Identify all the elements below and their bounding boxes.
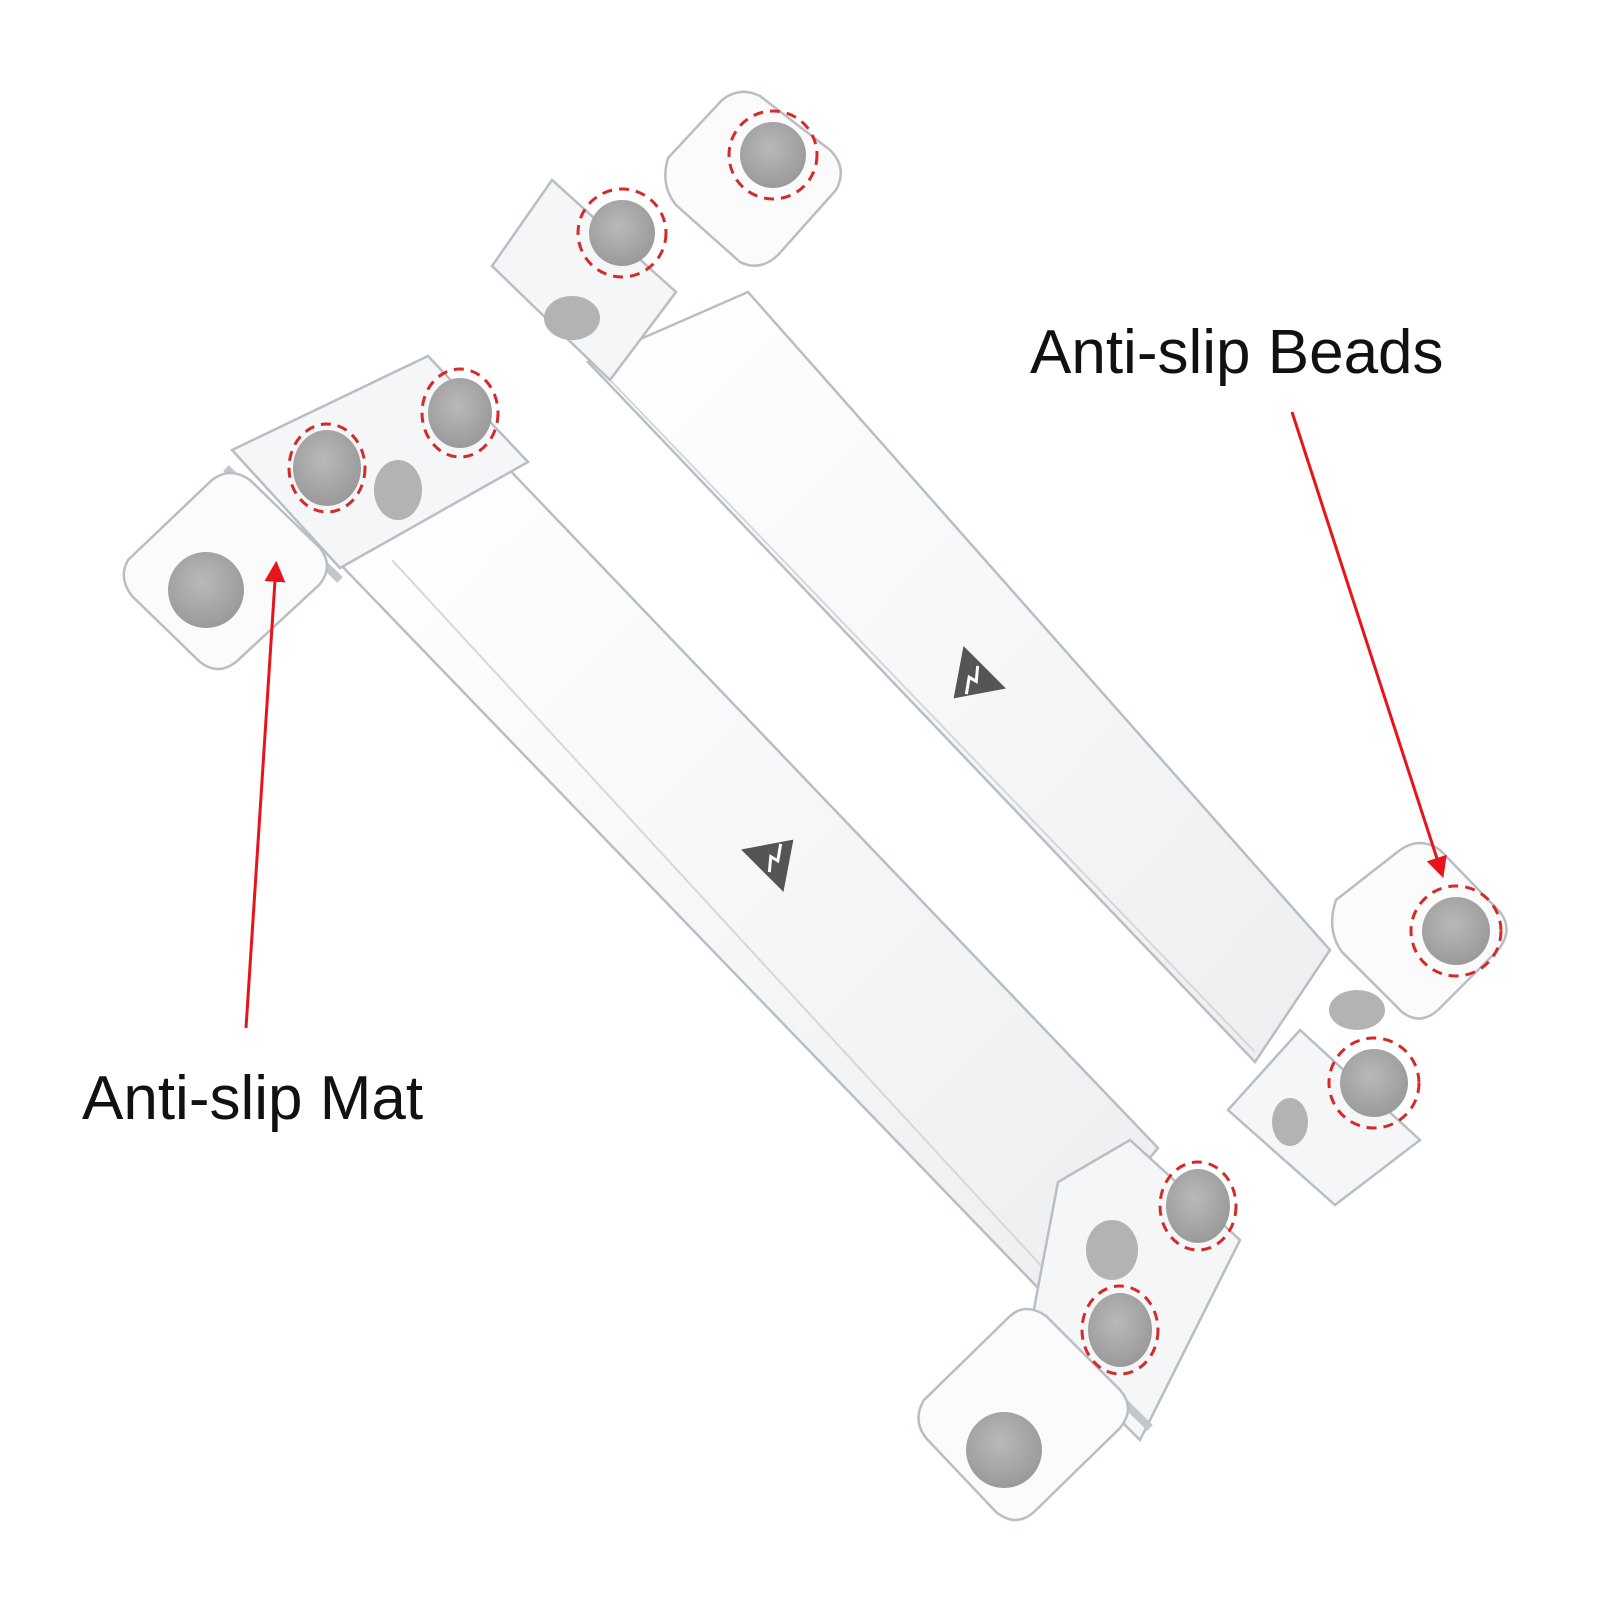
rubber-pad — [1088, 1293, 1152, 1367]
anti-slip-mat-label: Anti-slip Mat — [82, 1064, 424, 1133]
dashed-circle-highlight-icon — [1327, 1036, 1421, 1130]
brand-triangle-logo-icon — [741, 839, 794, 892]
rubber-pad — [1422, 897, 1490, 965]
dashed-circle-highlight-icon — [287, 422, 367, 514]
bracket-left-bar — [336, 458, 1160, 1292]
rubber-pad — [1166, 1169, 1230, 1243]
red-arrow-icon — [244, 560, 286, 1029]
dashed-circle-highlight-icon — [727, 109, 819, 201]
bracket-right-top-end — [490, 178, 678, 382]
acrylic-bracket-right — [490, 90, 1508, 1207]
rubber-pad — [544, 296, 600, 340]
rubber-pad — [428, 378, 492, 448]
rubber-pad — [1329, 990, 1385, 1030]
dashed-circle-highlight-icon — [576, 187, 668, 279]
rubber-pad — [1272, 1098, 1308, 1146]
brand-triangle-logo-icon — [953, 646, 1006, 699]
rubber-pad — [740, 122, 806, 188]
red-arrow-icon — [1290, 411, 1447, 878]
anti-slip-beads-label: Anti-slip Beads — [1030, 318, 1444, 387]
dashed-circle-highlight-icon — [1158, 1160, 1238, 1252]
rubber-pad — [293, 430, 361, 506]
rubber-pad — [168, 552, 244, 628]
bracket-right-bottom-end — [1226, 1028, 1422, 1207]
rubber-pad — [589, 200, 655, 266]
rubber-pad — [374, 460, 422, 520]
dashed-circle-highlight-icon — [1080, 1284, 1160, 1376]
dashed-circle-highlight-icon — [1409, 884, 1503, 978]
rubber-pad — [1086, 1220, 1138, 1280]
rubber-pad — [1340, 1049, 1408, 1117]
acrylic-bracket-left — [122, 354, 1242, 1522]
rubber-pad — [966, 1412, 1042, 1488]
dashed-circle-highlight-icon — [420, 367, 500, 459]
